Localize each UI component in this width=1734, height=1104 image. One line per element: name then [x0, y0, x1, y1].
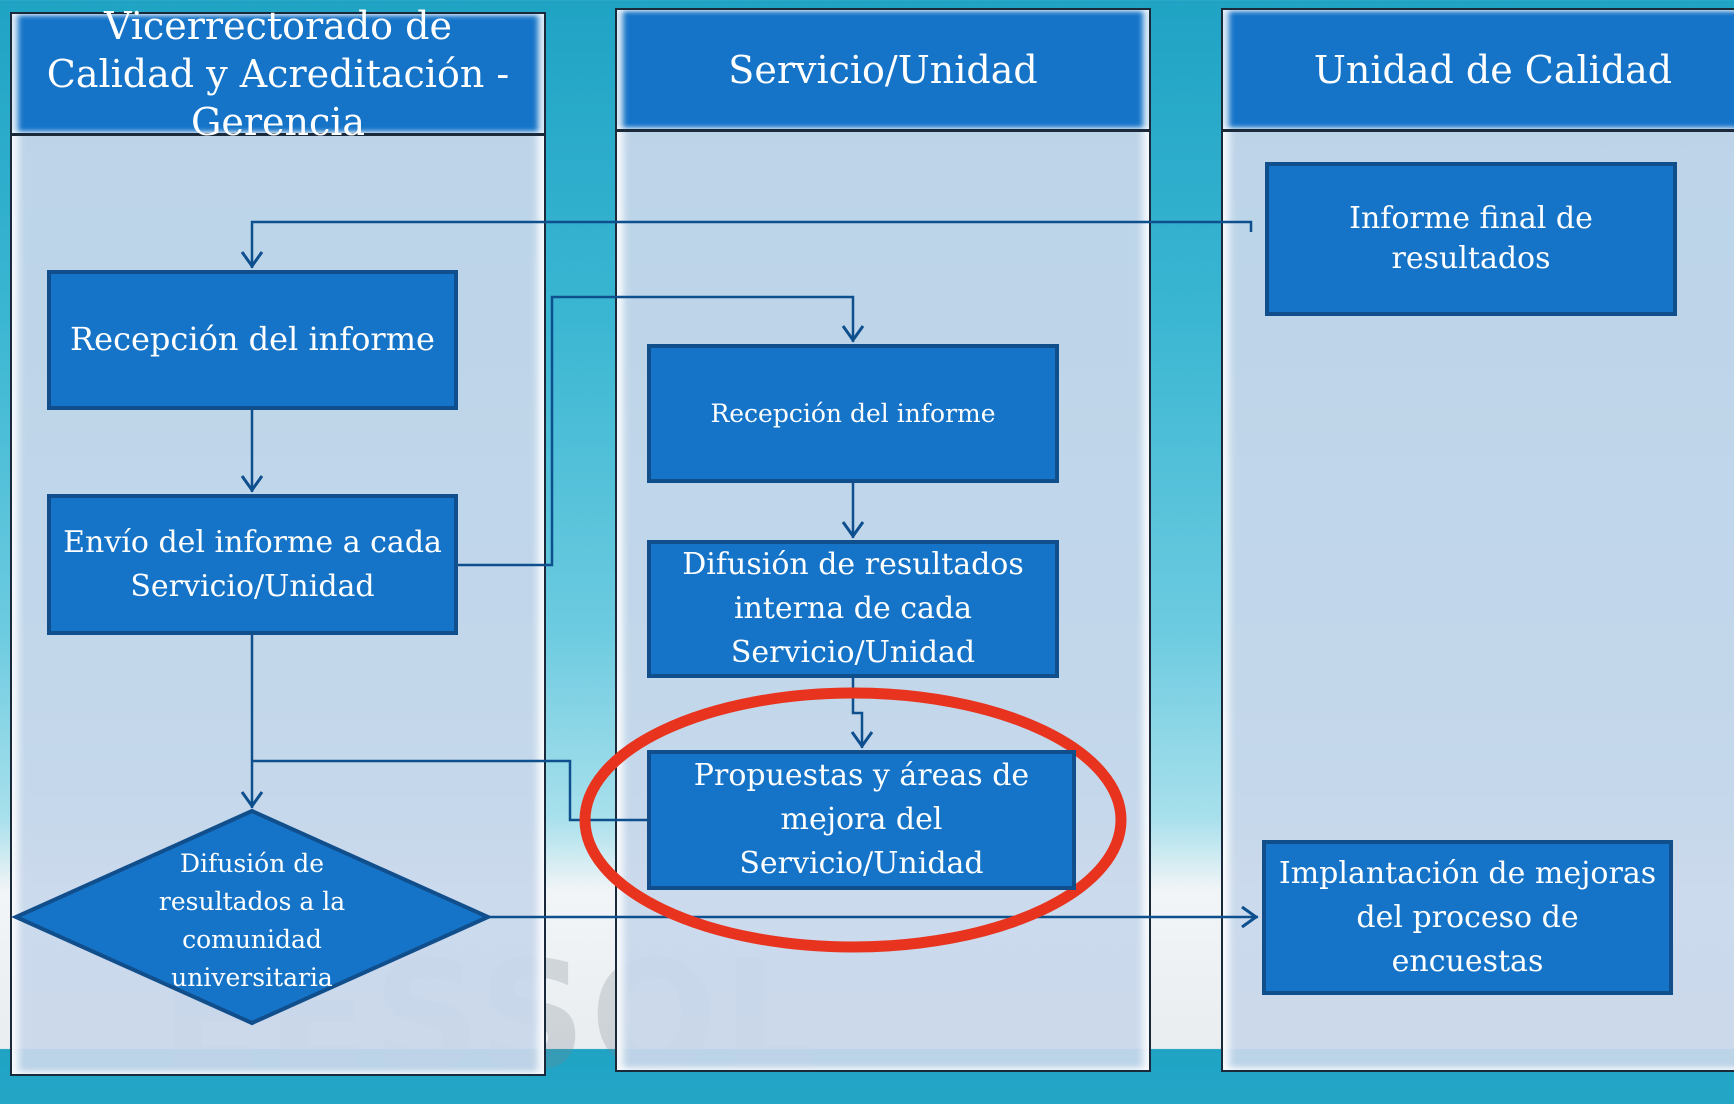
decision-diamond — [11, 808, 493, 1026]
node-recepcion-vicerrectorado: Recepción del informe — [47, 270, 458, 410]
node-informe-final: Informe final de resultados — [1265, 162, 1677, 316]
node-propuestas-mejora: Propuestas y áreas de mejora del Servici… — [647, 750, 1076, 890]
node-implantacion-mejoras: Implantación de mejoras del proceso de e… — [1262, 840, 1673, 995]
lane-header-unidad-calidad: Unidad de Calidad — [1223, 10, 1734, 132]
connectors-layer — [11, 220, 1259, 1026]
lane-header-servicio-unidad: Servicio/Unidad — [617, 10, 1149, 132]
connector-envio-to-recepcion-servicio — [458, 295, 855, 567]
node-difusion-interna: Difusión de resultados interna de cada S… — [647, 540, 1059, 678]
node-envio-informe: Envío del informe a cada Servicio/Unidad — [47, 494, 458, 635]
highlight-ellipse — [579, 687, 1127, 953]
node-difusion-comunidad: Difusión de resultados a la comunidad un… — [158, 849, 346, 992]
node-recepcion-servicio: Recepción del informe — [647, 344, 1059, 483]
connector-informe-final-to-recepcion-line — [250, 220, 1253, 268]
connector-propuestas-to-difusion-comunidad — [252, 759, 648, 822]
